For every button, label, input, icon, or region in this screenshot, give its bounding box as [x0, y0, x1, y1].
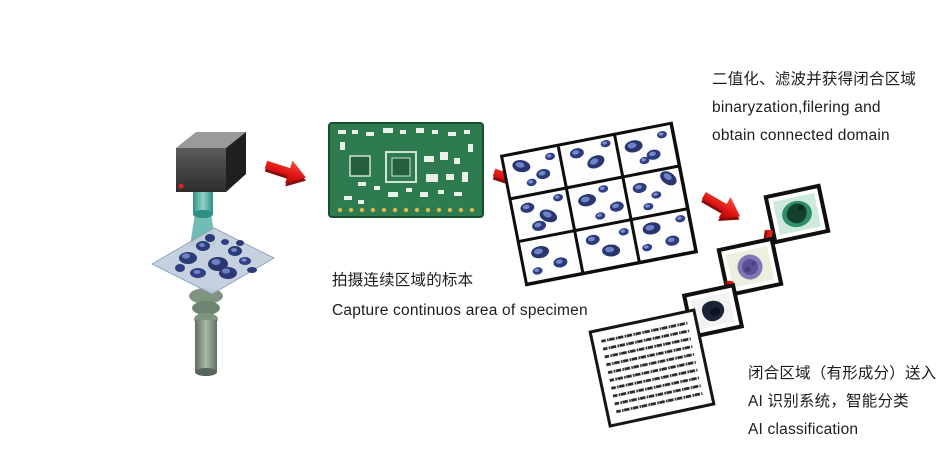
specimen-slide: [150, 227, 276, 295]
cell-tile-green: [763, 183, 831, 245]
caption-classification-zh2: AI 识别系统，智能分类: [748, 393, 909, 410]
objective-stand: [189, 288, 223, 376]
caption-binarization: 二值化、滤波并获得闭合区域 binaryzation,filering and …: [712, 66, 916, 150]
cell-grid-image: [499, 121, 699, 287]
classification-chain: [588, 183, 831, 428]
caption-capture: 拍摄连续区域的标本 Capture continuos area of spec…: [332, 266, 588, 326]
camera-lens: [193, 190, 213, 218]
caption-binarization-en2: obtain connected domain: [712, 127, 890, 144]
camera-indicator-dot: [178, 183, 184, 189]
caption-binarization-zh: 二值化、滤波并获得闭合区域: [712, 71, 917, 88]
pcb-secondary-ic: [349, 155, 371, 177]
pcb-components: [338, 128, 473, 204]
pcb-main-ic: [385, 151, 417, 183]
caption-classification: 闭合区域（有形成分）送入 AI 识别系统，智能分类 AI classificat…: [748, 360, 936, 444]
caption-classification-en: AI classification: [748, 421, 859, 438]
camera-cube: [176, 132, 246, 192]
caption-binarization-en1: binaryzation,filering and: [712, 99, 881, 116]
pcb-solder-pads: [337, 207, 475, 213]
caption-capture-zh: 拍摄连续区域的标本: [332, 272, 474, 289]
caption-capture-en: Capture continuos area of specimen: [332, 302, 588, 319]
microscope-illustration: [150, 132, 276, 376]
pcb-board-image: [328, 122, 484, 218]
flow-arrow-right-1-icon: [261, 153, 311, 193]
caption-classification-zh1: 闭合区域（有形成分）送入: [748, 365, 937, 382]
report-document: [588, 308, 716, 428]
